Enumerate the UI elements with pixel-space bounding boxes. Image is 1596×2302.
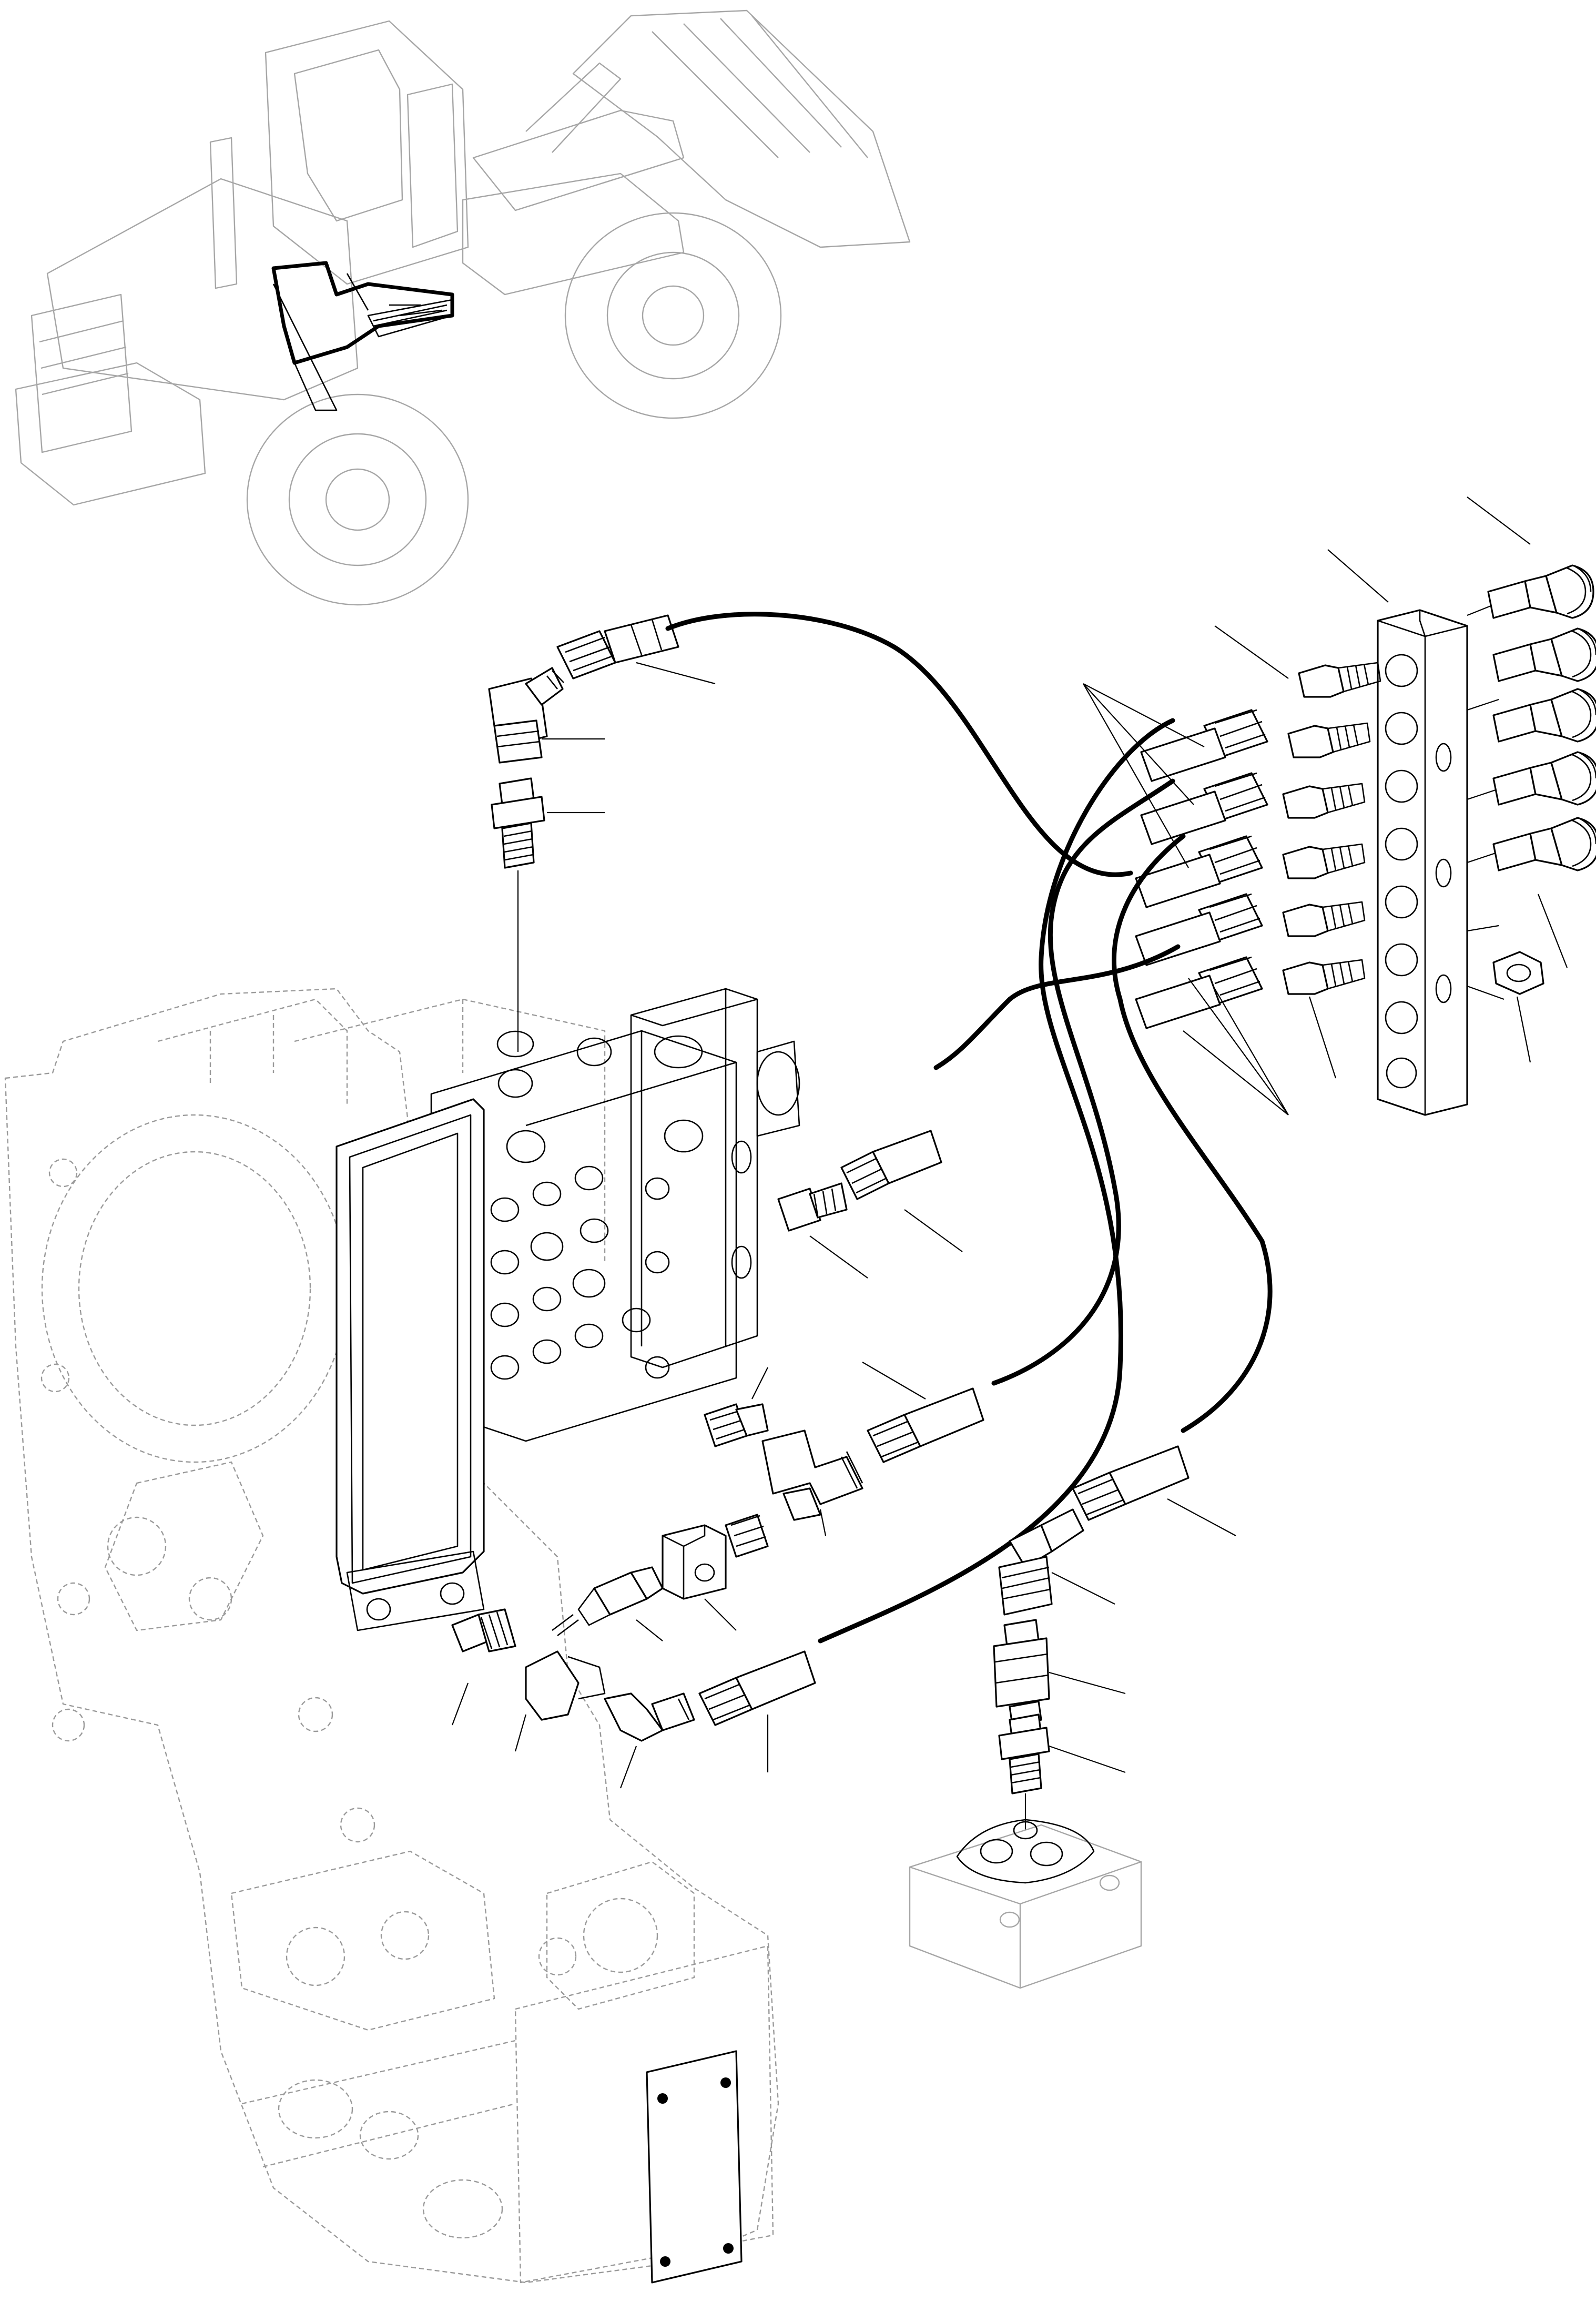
- loader-bucket: [572, 9, 911, 248]
- housing-cover-plate: [646, 2050, 743, 2284]
- valve-ports: [490, 1037, 704, 1380]
- tee-fitting: [704, 1403, 863, 1521]
- loader-counterweight: [15, 362, 206, 506]
- top-elbow-fitting: [488, 667, 564, 764]
- loader-rear-wheel: [246, 393, 469, 606]
- loader-cab-door: [406, 83, 459, 248]
- quick-couplers: [1487, 564, 1596, 871]
- manifold-nut: [1492, 951, 1544, 995]
- hose-end-middle: [777, 1130, 942, 1232]
- hose-1: [665, 612, 1133, 877]
- loader-lift-arm: [472, 109, 685, 211]
- right-elbow-fitting: [998, 1508, 1084, 1616]
- hose-4: [1111, 834, 1273, 1433]
- loader-grille: [31, 293, 133, 453]
- hose-end-lower: [867, 1387, 984, 1463]
- manifold-left-adapters: [1282, 662, 1381, 995]
- hose-5: [933, 944, 1181, 1070]
- loader-front-wheel: [564, 212, 782, 419]
- housing-lower-block: [230, 1850, 495, 2031]
- housing-bore: [41, 1114, 348, 1463]
- loader-cab: [265, 20, 469, 285]
- loader-front-frame: [462, 173, 685, 296]
- valve-side-cylinder: [756, 1040, 800, 1137]
- wheel-loader-overview: [15, 9, 911, 606]
- right-mounting-block: [909, 1819, 1142, 1989]
- housing-outline: [4, 988, 779, 2284]
- control-valve-assembly: [294, 988, 800, 1631]
- right-swivel-adapter: [993, 1619, 1050, 1726]
- pressure-sender: [552, 1566, 664, 1637]
- hose-end-bottom: [698, 1650, 816, 1726]
- manifold-ports: [1385, 654, 1452, 1089]
- hoses: [665, 612, 1273, 1644]
- loader-exhaust-stack: [209, 137, 238, 289]
- pressure-block: [662, 1514, 769, 1600]
- transmission-housing: [4, 988, 779, 2284]
- top-hose-nut: [556, 614, 679, 680]
- loader-hood: [46, 178, 359, 401]
- lower-elbow-2: [604, 1692, 695, 1742]
- lower-elbow-1: [525, 1650, 606, 1721]
- valve-top-port: [496, 1030, 534, 1058]
- right-hose-end: [1072, 1445, 1190, 1521]
- distribution-manifold: [1377, 609, 1468, 1116]
- top-adapter: [491, 777, 545, 1052]
- loader-cab-window: [293, 49, 403, 222]
- hose-3: [818, 718, 1175, 1644]
- manifold-hose-nuts: [1135, 709, 1268, 1029]
- valve-end-plate: [630, 988, 758, 1368]
- solenoid-cover: [336, 1098, 485, 1595]
- lower-left-adapter: [451, 1608, 516, 1652]
- right-adapter: [998, 1713, 1050, 1794]
- hose-2: [991, 778, 1175, 1386]
